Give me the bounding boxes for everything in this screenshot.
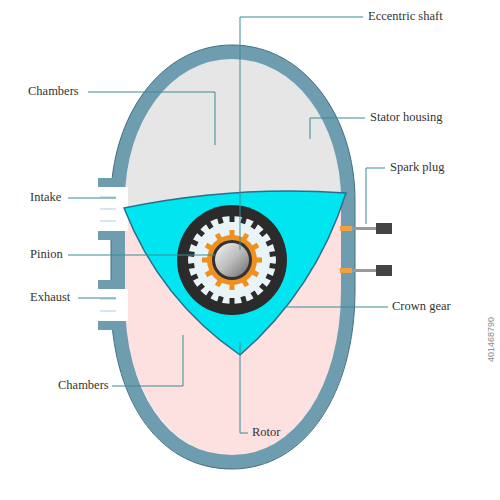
gear-tooth xyxy=(217,216,224,224)
gear-tooth xyxy=(259,283,268,291)
part-label: Chambers xyxy=(28,84,79,99)
gear-tooth xyxy=(230,298,235,305)
crown-gear xyxy=(177,205,287,315)
gear-tooth xyxy=(206,221,214,230)
gear-tooth xyxy=(187,251,195,257)
gear-tooth xyxy=(217,296,224,304)
part-label: Eccentric shaft xyxy=(368,9,443,24)
rotor xyxy=(124,191,346,355)
gear-tooth xyxy=(266,274,274,281)
leader-lines xyxy=(68,17,388,433)
gear-tooth xyxy=(196,229,205,237)
gear-tooth xyxy=(269,263,277,269)
part-label: Stator housing xyxy=(370,110,443,125)
gear-tooth xyxy=(259,229,268,237)
exhaust-port xyxy=(98,280,128,330)
gear-tooth xyxy=(240,296,247,304)
gear-tooth xyxy=(266,239,274,246)
eccentric-shaft xyxy=(215,243,249,277)
gear-tooth xyxy=(240,216,247,224)
gear-tooth xyxy=(190,239,198,246)
part-label: Intake xyxy=(30,190,61,205)
watermark: 401468790 xyxy=(486,317,497,362)
gear-tooth xyxy=(196,283,205,291)
gear-tooth xyxy=(230,215,235,222)
part-label: Rotor xyxy=(252,425,280,440)
intake-port xyxy=(98,178,128,240)
gear-tooth xyxy=(206,291,214,300)
part-label: Pinion xyxy=(30,247,63,262)
part-label: Crown gear xyxy=(392,299,451,314)
stator-housing xyxy=(118,52,348,462)
gear-tooth xyxy=(269,251,277,257)
gear-tooth xyxy=(190,274,198,281)
gear-tooth xyxy=(250,291,258,300)
gear-tooth xyxy=(187,263,195,269)
pinion xyxy=(207,235,257,285)
part-label: Exhaust xyxy=(30,290,70,305)
gear-tooth xyxy=(250,221,258,230)
spark-plug xyxy=(340,223,392,276)
part-label: Spark plug xyxy=(390,160,445,175)
part-label: Chambers xyxy=(58,378,109,393)
